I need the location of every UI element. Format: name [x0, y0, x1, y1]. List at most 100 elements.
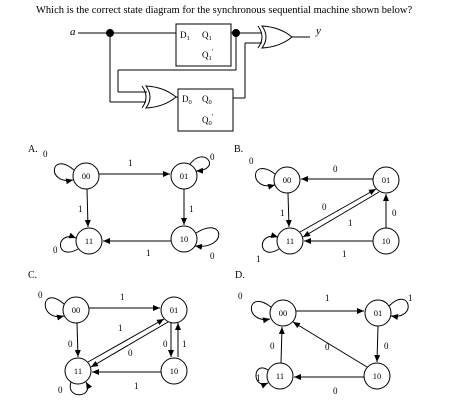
- option-a: A. 00 01 11 10 0 1 0 1 1 0: [28, 144, 220, 261]
- state-label: 00: [72, 305, 81, 315]
- ff1-d-label: D1: [180, 30, 190, 42]
- edge-label: 1: [256, 254, 261, 264]
- state-label: 10: [180, 234, 189, 244]
- transition-edge: [87, 318, 165, 363]
- ff1-qn-label: Q1': [202, 48, 213, 62]
- xor-gate-out-body: [260, 25, 293, 49]
- edge-label: 1: [408, 293, 413, 303]
- transition-edge: [189, 156, 210, 174]
- input-label: a: [70, 26, 76, 38]
- transition-edge: [261, 232, 280, 253]
- edge-label: 0: [249, 156, 254, 166]
- edge-label: 0: [333, 164, 338, 174]
- transition-edge: [302, 191, 380, 238]
- ff0-q-label: Q0: [202, 94, 212, 106]
- transition-edge: [388, 298, 409, 320]
- edge-label: 0: [238, 291, 243, 301]
- edge-label: 1: [182, 339, 187, 349]
- ff0-qn-label: Q0': [202, 113, 213, 127]
- option-c: C. 00 01 11 10 0 1 1 0 0 0: [28, 270, 188, 396]
- state-label: 01: [170, 305, 179, 315]
- state-node: [72, 162, 100, 190]
- edge-label: 0: [68, 339, 73, 349]
- option-d: D. 00 01 11 10 0 1 1 0 0 0: [235, 270, 413, 396]
- edge-label: 1: [325, 293, 330, 303]
- edge-label: 0: [384, 341, 389, 351]
- edge-label: 1: [118, 323, 123, 333]
- option-label: C.: [28, 270, 37, 281]
- edge-label: 0: [210, 152, 215, 162]
- state-node: [276, 227, 304, 255]
- state-node: [372, 166, 400, 194]
- edge-label: 0: [163, 339, 168, 349]
- state-label: 01: [180, 171, 189, 181]
- edge-label: 0: [53, 245, 58, 255]
- edge-label: 1: [78, 204, 83, 214]
- option-b: B. 00 01 11 10 0 0 0 1 1 0: [234, 144, 400, 264]
- xor-gate-next: [141, 85, 147, 109]
- state-node: [273, 166, 301, 194]
- option-label: A.: [28, 144, 38, 155]
- output-label: y: [315, 25, 321, 37]
- state-label: 11: [276, 371, 284, 381]
- state-label: 11: [85, 236, 93, 246]
- state-node: [363, 362, 391, 390]
- transition-edge: [90, 321, 169, 368]
- ff1-q-label: Q1: [202, 30, 212, 42]
- state-label: 10: [373, 371, 382, 381]
- state-node: [160, 296, 188, 324]
- xor-gate-next-body: [144, 85, 177, 109]
- transition-edge: [53, 163, 75, 185]
- state-label: 00: [82, 171, 91, 181]
- state-label: 01: [382, 175, 391, 185]
- transition-edge: [84, 188, 91, 228]
- transition-edge: [278, 326, 285, 364]
- edge-label: 1: [342, 249, 347, 259]
- state-node: [266, 362, 294, 390]
- flipflop-1: [175, 23, 232, 67]
- xor-gate-out: [257, 25, 263, 49]
- state-label: 11: [286, 236, 294, 246]
- edge-label: 1: [128, 158, 133, 168]
- edge-label: 1: [256, 373, 261, 383]
- edge-label: 0: [325, 342, 330, 352]
- transition-edge: [299, 188, 377, 233]
- edge-label: 0: [43, 149, 48, 159]
- transition-edge: [69, 381, 93, 396]
- transition-edge: [74, 322, 81, 358]
- edge-label: 0: [392, 208, 397, 218]
- question-text: Which is the correct state diagram for t…: [36, 5, 413, 16]
- state-node: [64, 357, 92, 385]
- state-node: [170, 225, 198, 253]
- edge-label: 0: [58, 385, 63, 395]
- edge-label: 0: [38, 290, 43, 300]
- state-label: 01: [374, 308, 383, 318]
- transition-edge: [250, 300, 272, 324]
- edge-label: 1: [348, 218, 353, 228]
- state-label: 11: [74, 366, 82, 376]
- edge-label: 1: [120, 292, 125, 302]
- state-label: 00: [279, 308, 288, 318]
- state-node: [269, 299, 297, 327]
- state-label: 10: [170, 366, 179, 376]
- option-label: D.: [235, 270, 245, 281]
- edge-label: 0: [333, 386, 338, 396]
- edge-label: 1: [134, 381, 139, 391]
- state-node: [75, 227, 103, 255]
- edge-label: 1: [146, 248, 151, 258]
- edge-label: 0: [322, 202, 327, 212]
- transition-edge: [255, 367, 269, 389]
- state-node: [62, 296, 90, 324]
- transition-edge: [374, 325, 381, 363]
- transition-edge: [44, 297, 65, 321]
- option-label: B.: [234, 144, 243, 155]
- edge-label: 0: [128, 348, 133, 358]
- edge-label: 0: [210, 251, 215, 261]
- transition-edge: [60, 232, 79, 253]
- state-label: 00: [283, 175, 292, 185]
- state-node: [160, 357, 188, 385]
- transition-edge: [255, 168, 276, 190]
- edge-label: 0: [270, 341, 275, 351]
